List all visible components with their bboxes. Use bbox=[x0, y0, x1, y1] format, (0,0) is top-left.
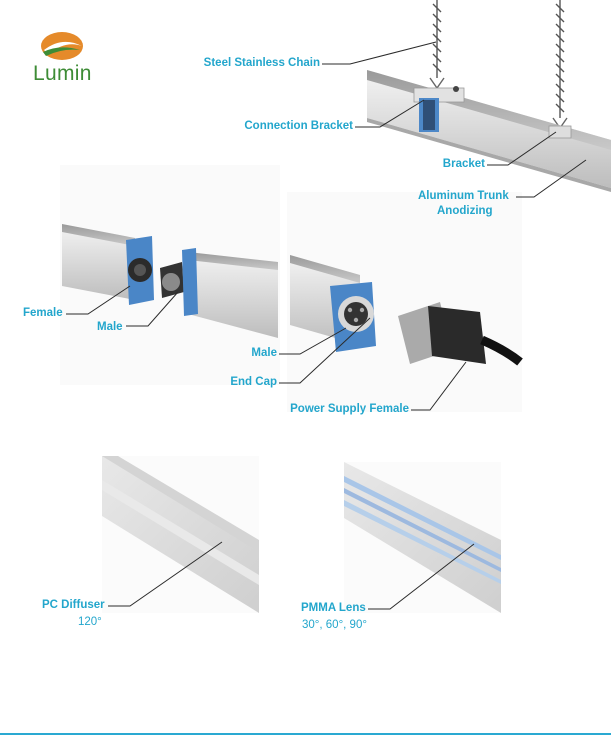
label-connection-bracket: Connection Bracket bbox=[244, 120, 353, 132]
label-pmma-lens-angles: 30°, 60°, 90° bbox=[302, 619, 367, 631]
label-pmma-lens: PMMA Lens bbox=[301, 602, 366, 614]
label-male-right: Male bbox=[251, 347, 277, 359]
label-end-cap: End Cap bbox=[230, 376, 277, 388]
label-pc-diffuser: PC Diffuser bbox=[42, 599, 105, 611]
pc-diffuser-image bbox=[102, 456, 259, 613]
label-aluminum-trunk: Aluminum Trunk bbox=[418, 190, 509, 202]
aluminum-trunk bbox=[367, 70, 611, 192]
label-anodizing: Anodizing bbox=[437, 205, 493, 217]
label-pc-diffuser-angle: 120° bbox=[78, 616, 102, 628]
label-female: Female bbox=[23, 307, 63, 319]
footer-line bbox=[0, 733, 611, 735]
label-bracket: Bracket bbox=[442, 158, 485, 170]
pmma-lens-image bbox=[344, 462, 501, 613]
leader-lines bbox=[66, 41, 587, 610]
label-power-supply-female: Power Supply Female bbox=[290, 403, 409, 415]
connector-left bbox=[60, 165, 280, 385]
label-male-left: Male bbox=[97, 321, 123, 333]
label-steel-chain: Steel Stainless Chain bbox=[203, 57, 320, 69]
logo-swoosh-icon bbox=[41, 32, 83, 60]
connector-right bbox=[287, 192, 523, 412]
brand-name: Lumin bbox=[33, 62, 92, 85]
chain-icon bbox=[429, 0, 568, 130]
